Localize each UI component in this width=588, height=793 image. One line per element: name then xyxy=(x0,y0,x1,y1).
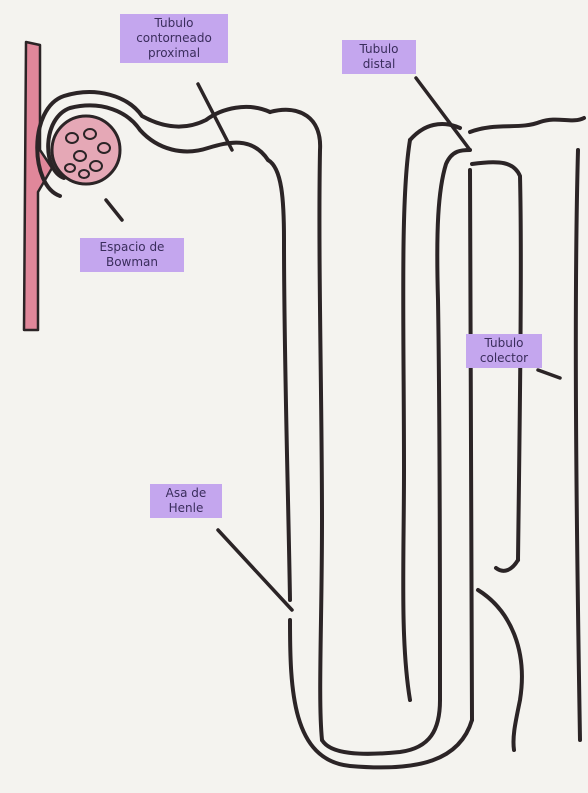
label-bowman-line1: Espacio de xyxy=(84,240,180,255)
collecting-duct-lower xyxy=(478,590,522,750)
pointer-proximal xyxy=(198,84,232,150)
label-proximal-tubule: Tubulo contorneado proximal xyxy=(120,14,228,63)
label-collecting-duct: Tubulo colector xyxy=(466,334,542,368)
label-proximal-line2: contorneado xyxy=(124,31,224,46)
pointer-collector xyxy=(538,370,560,378)
distal-outer-wall xyxy=(403,140,410,700)
pointer-distal xyxy=(416,78,470,150)
label-loop-of-henle: Asa de Henle xyxy=(150,484,222,518)
collecting-duct-left xyxy=(496,560,518,571)
label-bowman-space: Espacio de Bowman xyxy=(80,238,184,272)
label-henle-line1: Asa de xyxy=(154,486,218,501)
descending-limb-inner xyxy=(268,160,290,600)
label-henle-line2: Henle xyxy=(154,501,218,516)
label-distal-tubule: Tubulo distal xyxy=(342,40,416,74)
label-distal-line1: Tubulo xyxy=(346,42,412,57)
label-collector-line2: colector xyxy=(470,351,538,366)
label-proximal-line1: Tubulo xyxy=(124,16,224,31)
distal-tubule-upper xyxy=(470,118,584,132)
loop-bottom-inner xyxy=(322,700,440,754)
ascending-limb-inner xyxy=(437,150,470,700)
label-proximal-line3: proximal xyxy=(124,46,224,61)
loop-bottom-outer xyxy=(290,620,472,767)
label-bowman-line2: Bowman xyxy=(84,255,180,270)
pointer-bowman xyxy=(106,200,122,220)
pointer-henle xyxy=(218,530,292,610)
ascending-limb-outer xyxy=(470,170,472,720)
label-distal-line2: distal xyxy=(346,57,412,72)
descending-limb-outer xyxy=(270,110,322,740)
collecting-duct-right xyxy=(576,150,580,740)
label-collector-line1: Tubulo xyxy=(470,336,538,351)
